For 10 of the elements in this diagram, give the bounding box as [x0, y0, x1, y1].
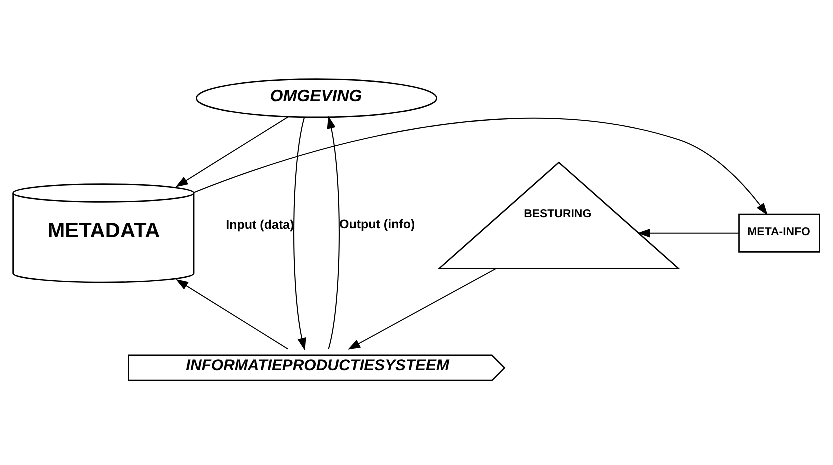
edge-label: Output (info) — [339, 217, 416, 232]
node-ellipse: OMGEVING — [196, 78, 438, 118]
arrow — [194, 118, 768, 216]
arrow — [638, 228, 740, 238]
arrow — [176, 278, 288, 350]
arrow — [176, 116, 289, 187]
arrow — [327, 116, 340, 349]
arrow — [294, 117, 306, 350]
arrow — [348, 268, 496, 350]
node-box: META-INFO — [738, 213, 820, 252]
